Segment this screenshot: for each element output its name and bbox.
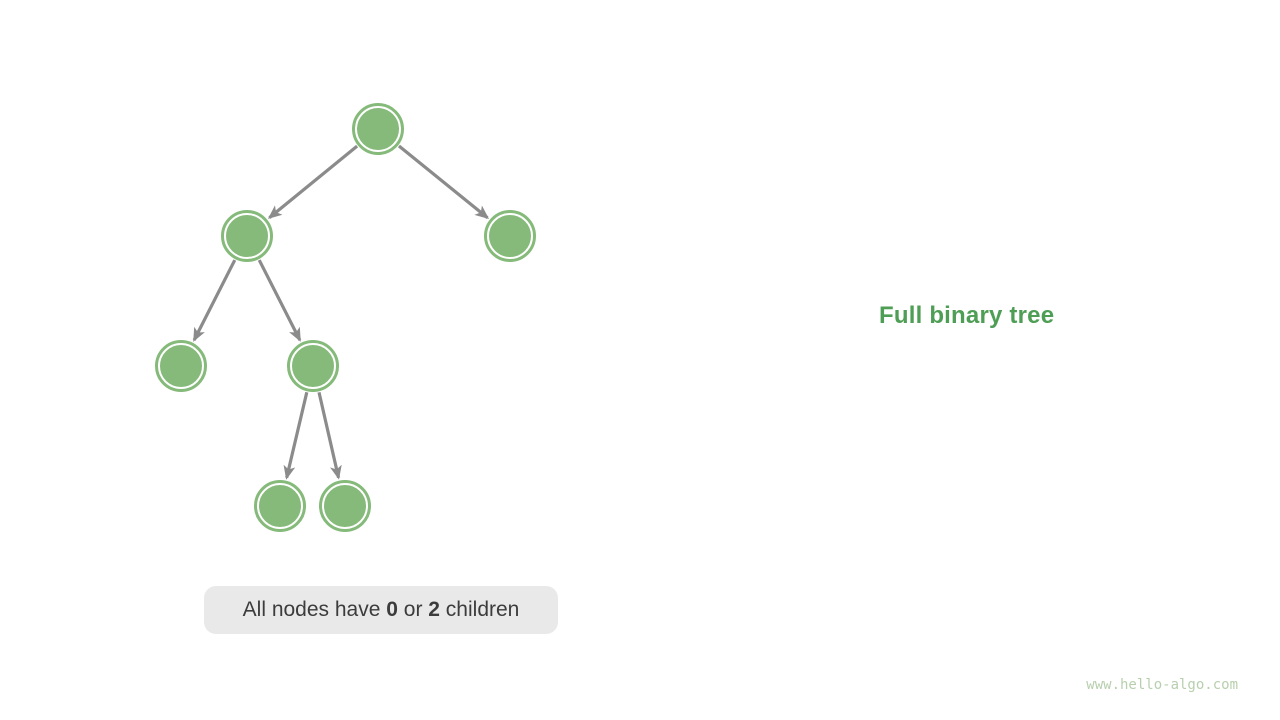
caption-text-middle: or: [397, 598, 429, 621]
tree-edge: [267, 144, 359, 219]
node-inner-ring: [290, 343, 336, 389]
diagram-title: Full binary tree: [879, 302, 1055, 329]
tree-node: [484, 210, 536, 262]
node-inner-ring: [158, 343, 204, 389]
node-inner-ring: [322, 483, 368, 529]
tree-edge: [257, 259, 302, 342]
watermark-url: www.hello-algo.com: [1086, 677, 1238, 693]
node-inner-ring: [257, 483, 303, 529]
caption-bold-two: 2: [428, 598, 440, 621]
caption-pill: All nodes have 0 or 2 children: [204, 586, 558, 634]
tree-edge: [192, 259, 237, 342]
node-inner-ring: [355, 106, 401, 152]
tree-node: [155, 340, 207, 392]
node-inner-ring: [224, 213, 270, 259]
tree-edges: [192, 144, 490, 480]
tree-node: [254, 480, 306, 532]
tree-node: [352, 103, 404, 155]
caption-text-suffix: children: [439, 598, 520, 621]
tree-edge: [397, 144, 490, 219]
node-inner-ring: [487, 213, 533, 259]
tree-edge: [317, 391, 342, 480]
tree-edge: [283, 391, 309, 480]
tree-node: [319, 480, 371, 532]
tree-nodes: [155, 103, 536, 532]
caption-bold-zero: 0: [386, 598, 398, 621]
tree-node: [221, 210, 273, 262]
caption-text-prefix: All nodes have: [242, 598, 387, 621]
tree-node: [287, 340, 339, 392]
